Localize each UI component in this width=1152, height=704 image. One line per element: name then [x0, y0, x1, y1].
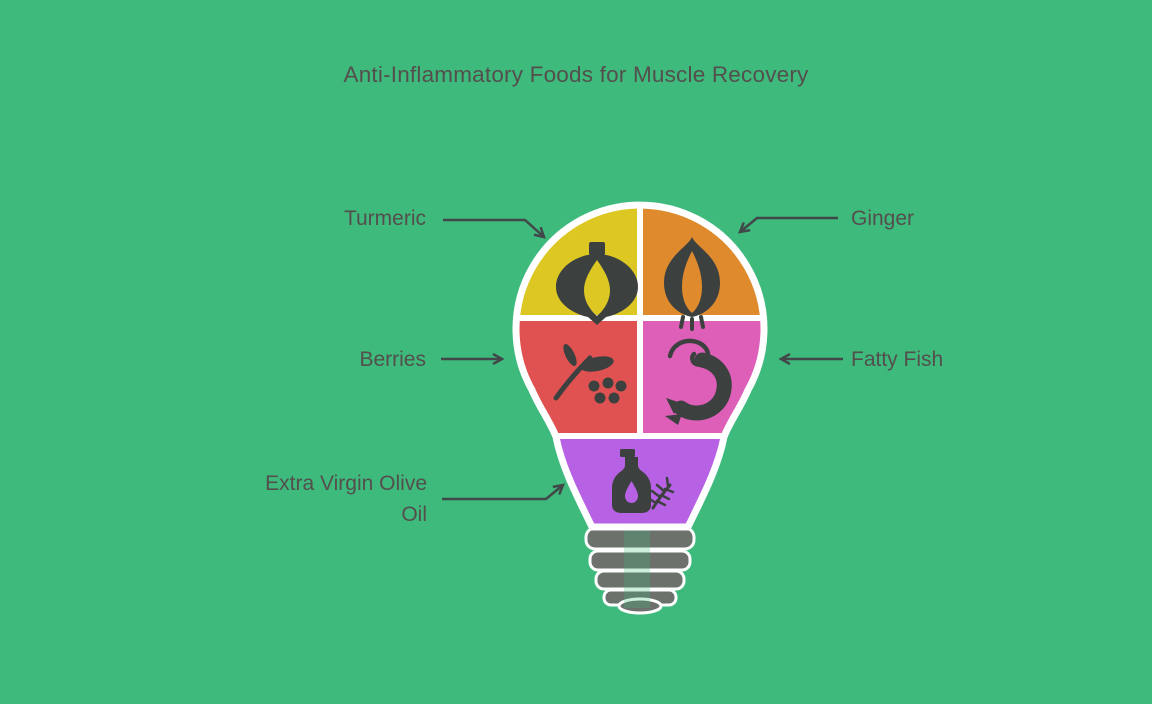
- turmeric-arrow: [443, 218, 546, 239]
- oil-bottle-sprig-icon: [612, 449, 675, 513]
- garlic-bulb-icon: [556, 242, 638, 325]
- page-title: Anti-Inflammatory Foods for Muscle Recov…: [343, 62, 809, 87]
- label-ginger: Ginger: [851, 207, 915, 230]
- shrimp-icon: [665, 338, 732, 425]
- section-fatty-fish: [640, 318, 764, 436]
- label-berries: Berries: [359, 348, 426, 371]
- callout-arrows: [441, 216, 843, 501]
- olive-oil-arrow: [442, 483, 565, 501]
- berry-branch-icon: [553, 344, 627, 404]
- label-turmeric: Turmeric: [343, 207, 426, 230]
- onion-ginger-icon: [664, 237, 720, 331]
- label-olive-oil: Extra Virgin Olive Oil: [265, 472, 427, 526]
- ginger-arrow: [738, 216, 838, 234]
- base-tip: [617, 597, 663, 615]
- base-highlight: [624, 528, 650, 608]
- bulb-outline: [512, 201, 768, 531]
- label-fatty-fish: Fatty Fish: [851, 348, 944, 371]
- bulb-base: [584, 526, 696, 615]
